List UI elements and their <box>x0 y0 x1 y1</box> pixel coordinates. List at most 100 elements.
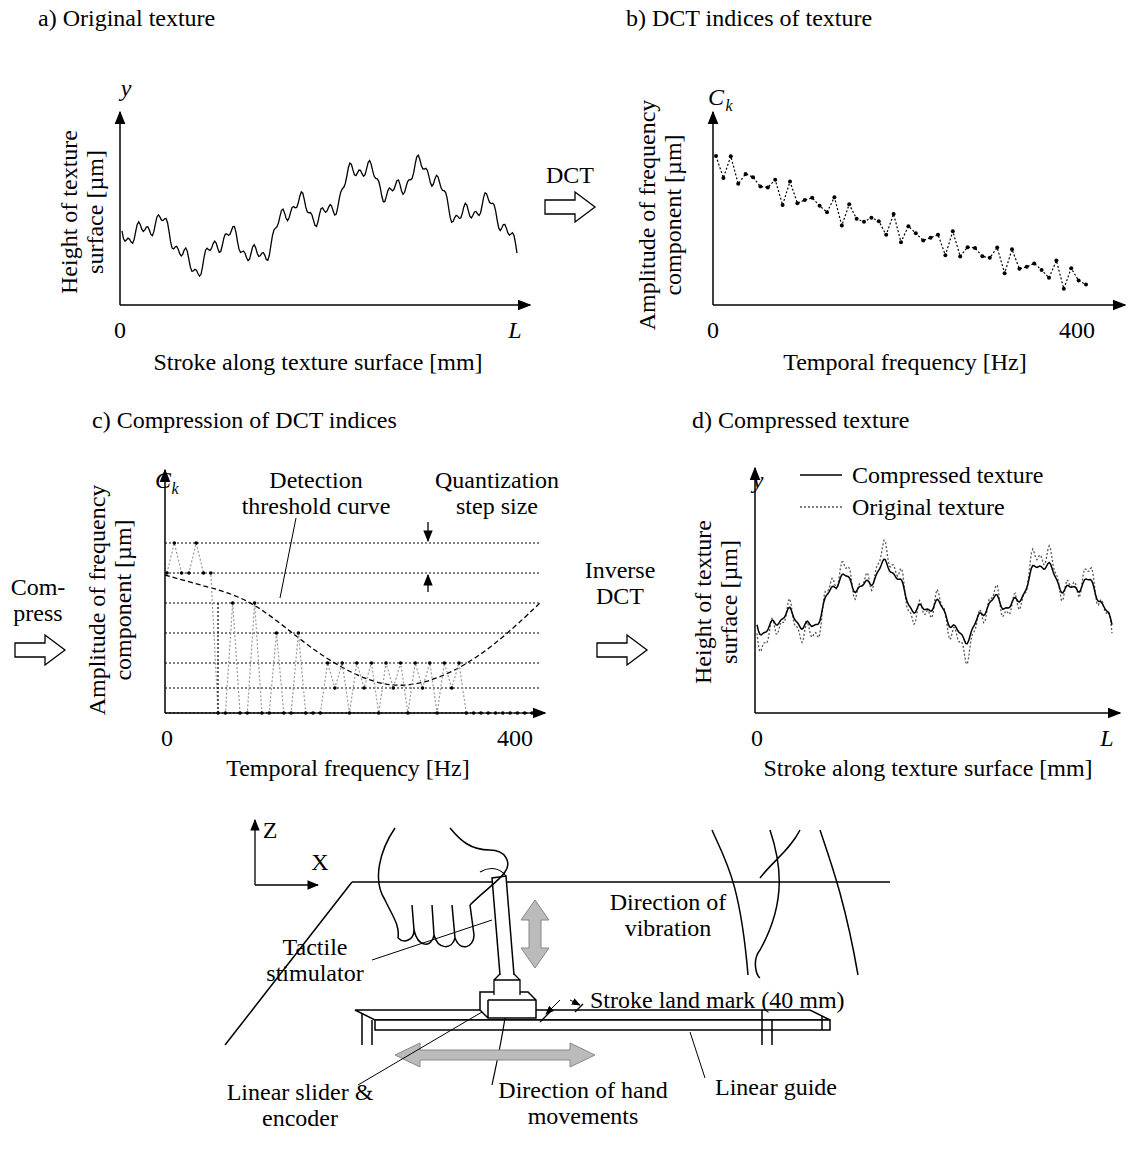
original-curve <box>757 540 1112 664</box>
quantization-level <box>165 543 540 544</box>
dct-point <box>884 233 888 237</box>
dct-point <box>721 176 725 180</box>
x-axis <box>713 304 1125 306</box>
dct-point <box>951 229 955 233</box>
label: DCT <box>546 162 594 188</box>
dct-point <box>758 184 762 188</box>
label: y <box>753 467 764 493</box>
fingertip <box>480 869 506 876</box>
dct-point <box>1040 268 1044 272</box>
dct-point <box>958 254 962 258</box>
dct-point <box>929 236 933 240</box>
label: C <box>708 84 724 110</box>
quantized-point <box>355 661 359 665</box>
label: Temporal frequency [Hz] <box>226 755 470 781</box>
quantized-point <box>392 686 396 690</box>
quantized-point <box>399 661 403 665</box>
quantized-point <box>472 711 476 715</box>
quantized-point <box>187 571 191 575</box>
x-axis <box>120 304 530 306</box>
axis-title: Amplitude of frequency component [µm] <box>634 95 687 335</box>
guide-legs <box>362 1010 822 1045</box>
quantization-level <box>165 633 540 634</box>
texture-curve <box>122 155 517 276</box>
quantization-level <box>165 663 540 664</box>
leader-line <box>690 1032 705 1078</box>
quantized-point <box>209 571 213 575</box>
y-axis <box>164 470 166 713</box>
cutoff-line <box>217 603 218 713</box>
quantized-point <box>450 686 454 690</box>
dct-point <box>899 240 903 244</box>
dct-point <box>973 246 977 250</box>
quantized-point <box>173 541 177 545</box>
dct-point <box>810 196 814 200</box>
dct-point <box>795 201 799 205</box>
annotation: Linear slider & encoder <box>220 1079 380 1132</box>
label: c) Compression of DCT indices <box>92 407 397 433</box>
leader-line <box>280 518 296 598</box>
quantized-point <box>260 711 264 715</box>
quantization-level <box>165 603 540 604</box>
quantized-point <box>165 571 169 575</box>
quantized-point <box>494 711 498 715</box>
label: b) DCT indices of texture <box>626 5 872 31</box>
label: Z <box>263 817 278 843</box>
axis-title: Height of texture surface [µm] <box>56 117 109 307</box>
x-axis <box>755 712 1120 714</box>
dct-point <box>847 202 851 206</box>
label: 0 <box>161 725 173 751</box>
label: Stroke land mark (40 mm) <box>590 987 845 1013</box>
dct-point <box>892 212 896 216</box>
legend-text: Compressed texture <box>852 462 1043 488</box>
label: Stroke along texture surface [mm] <box>763 755 1092 781</box>
quantized-point <box>297 631 301 635</box>
axis-title: Amplitude of frequency component [µm] <box>84 480 137 720</box>
label: C <box>155 467 171 493</box>
annotation: Direction of vibration <box>593 889 743 942</box>
quantized-point <box>516 711 520 715</box>
annotation: Direction of hand movements <box>493 1077 673 1130</box>
step-arrow <box>427 522 428 541</box>
dct-point <box>966 245 970 249</box>
dct-point <box>906 224 910 228</box>
movement-arrow <box>395 1043 595 1067</box>
quantized-point <box>275 631 279 635</box>
label: Linear guide <box>715 1074 837 1100</box>
vibration-arrow <box>521 900 549 968</box>
quantized-point <box>479 711 483 715</box>
z-axis-arrow <box>254 820 255 885</box>
legend-sample <box>800 506 842 508</box>
dct-point <box>766 185 770 189</box>
linear-slider <box>480 992 536 1018</box>
quantized-point <box>370 661 374 665</box>
dct-point <box>1084 283 1088 287</box>
quantized-point <box>231 601 235 605</box>
quantized-point <box>326 661 330 665</box>
quantized-point <box>311 711 315 715</box>
dct-point <box>1010 247 1014 251</box>
quantized-point <box>362 686 366 690</box>
quantized-point <box>282 711 286 715</box>
dct-point <box>773 178 777 182</box>
y-axis <box>754 468 756 713</box>
quantized-point <box>428 661 432 665</box>
dct-point <box>877 219 881 223</box>
dct-point <box>832 195 836 199</box>
dct-point <box>803 198 807 202</box>
label: k <box>725 97 732 115</box>
label: d) Compressed texture <box>692 407 909 433</box>
label: L <box>508 317 521 343</box>
dct-curve <box>716 156 1086 289</box>
quantized-point <box>348 711 352 715</box>
landmark-tick <box>575 1004 583 1012</box>
dct-point <box>995 246 999 250</box>
dct-point <box>1032 261 1036 265</box>
label: 0 <box>114 317 126 343</box>
axis-title: Height of texture surface [µm] <box>690 507 743 697</box>
hollow-arrow <box>545 192 595 222</box>
landmark-arrow <box>546 1000 560 1014</box>
quantized-point <box>508 711 512 715</box>
label: Stroke along texture surface [mm] <box>153 349 482 375</box>
leader-line <box>372 920 492 960</box>
